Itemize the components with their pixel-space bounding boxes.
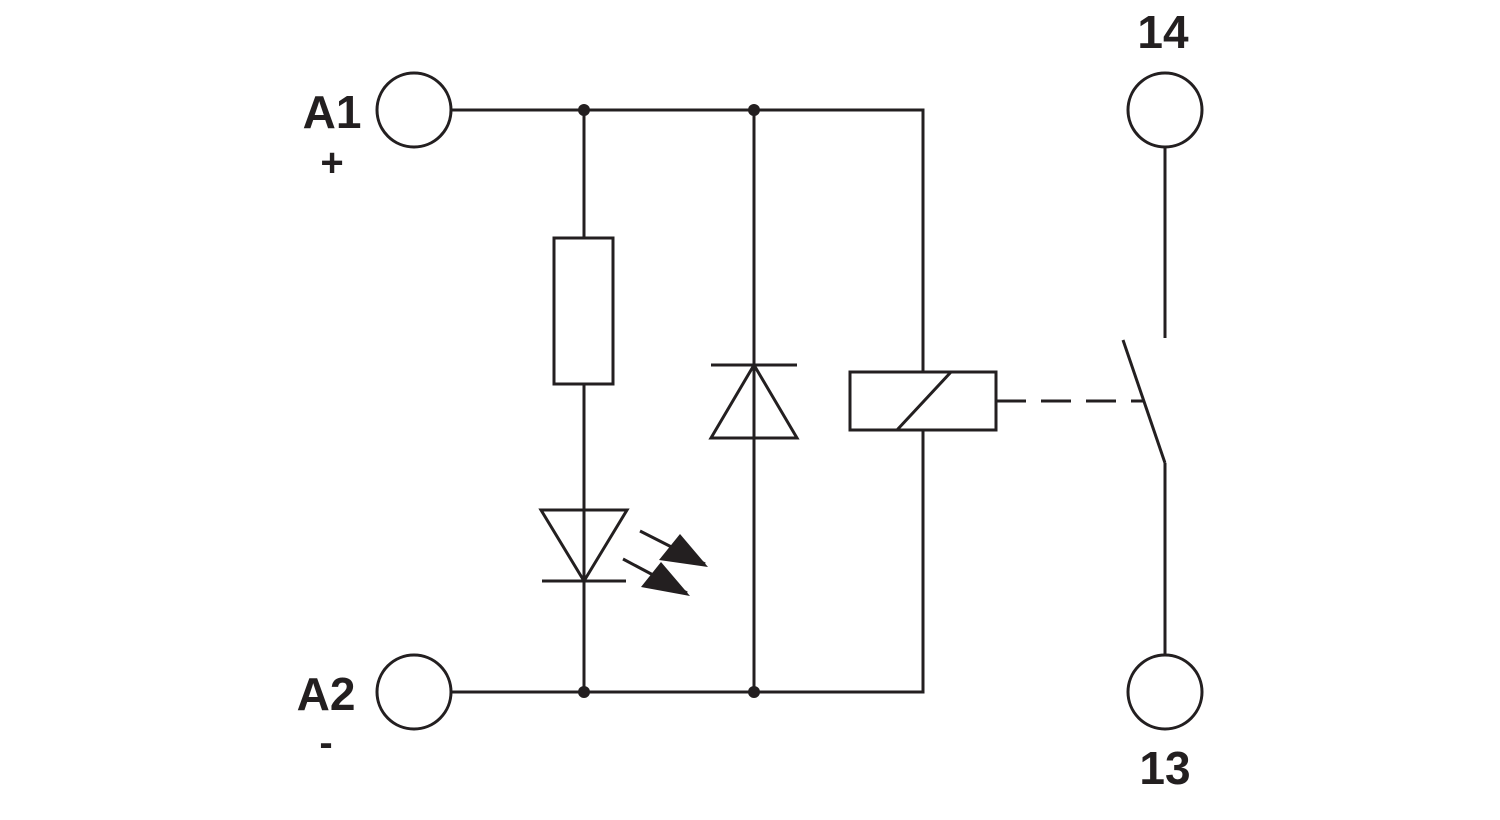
light-emission-arrowhead-lower [641, 562, 690, 596]
freewheeling-diode-branch [708, 110, 800, 692]
coil-slash [895, 370, 953, 432]
terminal-13 [1126, 653, 1204, 731]
terminal-14-label: 14 [1137, 6, 1189, 58]
bottom-bus-wire [451, 430, 925, 694]
terminal-a2 [375, 653, 453, 731]
junction-dot [748, 104, 760, 116]
terminal-a2-polarity: - [319, 721, 332, 765]
led-symbol [538, 508, 708, 596]
junction-dot [578, 104, 590, 116]
terminal-a1-label: A1 [303, 86, 362, 138]
terminal-a1 [375, 71, 453, 149]
diode-triangle [708, 362, 800, 440]
junction-dot [748, 686, 760, 698]
contact-blade [1121, 339, 1167, 464]
light-emission-arrowhead-upper [659, 534, 708, 567]
terminal-14 [1126, 71, 1204, 149]
terminal-a2-label: A2 [297, 668, 356, 720]
led-indicator-branch [538, 110, 708, 692]
led-triangle [538, 508, 630, 584]
resistor [552, 236, 615, 386]
junction-dot [578, 686, 590, 698]
junction-dots [578, 104, 760, 698]
relay-coil [848, 370, 998, 432]
terminal-13-label: 13 [1139, 742, 1190, 794]
terminal-a1-polarity: + [320, 141, 343, 185]
top-bus-wire [451, 108, 925, 372]
normally-open-contact [1121, 147, 1167, 656]
